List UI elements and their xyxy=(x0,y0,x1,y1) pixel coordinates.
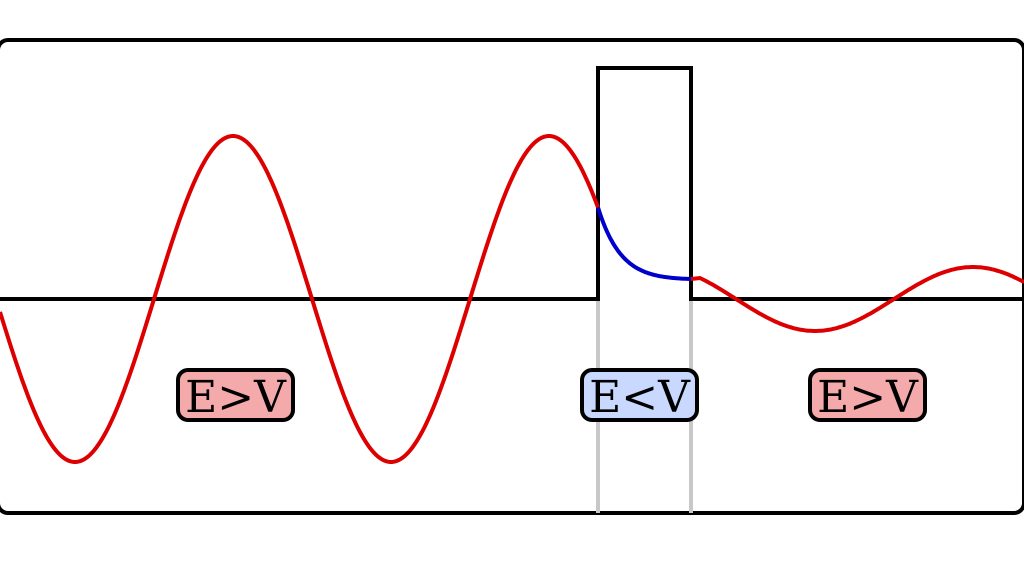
region-label-left: E>V xyxy=(176,368,295,423)
region-label-barrier: E<V xyxy=(580,368,699,423)
diagram-frame xyxy=(0,38,1024,515)
potential-barrier-line xyxy=(0,66,1024,301)
incident-wave-curve xyxy=(0,134,600,464)
region-label-barrier-text: E<V xyxy=(589,372,691,423)
region-label-left-text: E>V xyxy=(185,372,287,423)
region-label-right-text: E>V xyxy=(817,372,919,423)
region-label-right: E>V xyxy=(808,368,927,423)
decaying-wave-curve xyxy=(596,206,691,281)
transmitted-wave-curve xyxy=(690,265,1024,333)
